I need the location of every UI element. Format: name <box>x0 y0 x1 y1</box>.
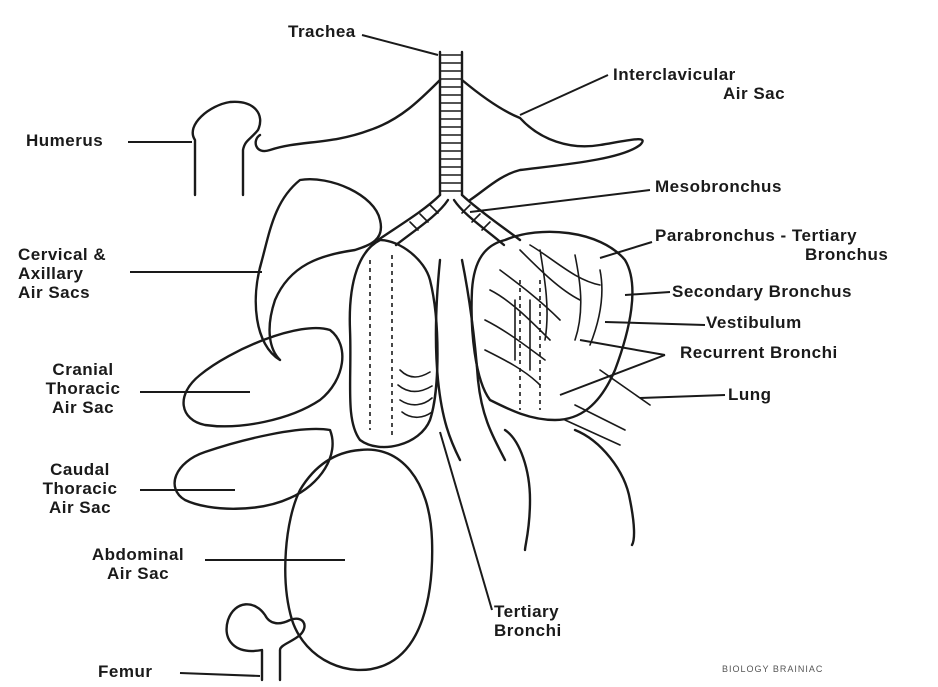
cervical-axillary-label: Cervical & Axillary Air Sacs <box>18 245 106 302</box>
femur-label: Femur <box>98 662 152 681</box>
credit-text: BIOLOGY BRAINIAC <box>722 664 823 674</box>
cranial-thoracic-air-sac <box>184 328 343 426</box>
parabronchus-line-1: Parabronchus - Tertiary <box>655 226 888 245</box>
cervical-line-3: Air Sacs <box>18 283 106 302</box>
interclavicular-line-2: Air Sac <box>613 84 785 103</box>
abdominal-line-1: Abdominal <box>68 545 208 564</box>
lung-label: Lung <box>728 385 772 404</box>
right-recurrent-lines <box>565 370 650 445</box>
tertiary-line-2: Bronchi <box>494 621 562 640</box>
caudal-line-3: Air Sac <box>22 498 138 517</box>
femur-bone <box>227 604 305 680</box>
mesobronchus <box>436 260 505 460</box>
cervical-axillary-air-sacs <box>256 179 381 360</box>
cranial-line-3: Air Sac <box>28 398 138 417</box>
cervical-line-1: Cervical & <box>18 245 106 264</box>
humerus-label: Humerus <box>26 131 103 150</box>
right-caudal-sacs <box>505 430 634 550</box>
trachea-drawing <box>440 52 462 195</box>
cranial-line-1: Cranial <box>28 360 138 379</box>
parabronchus-label: Parabronchus - Tertiary Bronchus <box>655 226 888 264</box>
caudal-line-1: Caudal <box>22 460 138 479</box>
mesobronchus-label: Mesobronchus <box>655 177 782 196</box>
tertiary-line-1: Tertiary <box>494 602 562 621</box>
label-leader-lines <box>128 35 725 676</box>
interclavicular-line-1: Interclavicular <box>613 65 785 84</box>
primary-bronchi <box>378 195 520 245</box>
interclavicular-air-sac-label: Interclavicular Air Sac <box>613 65 785 103</box>
parabronchus-line-2: Bronchus <box>655 245 888 264</box>
cervical-line-2: Axillary <box>18 264 106 283</box>
humerus-bone <box>193 102 260 195</box>
cranial-line-2: Thoracic <box>28 379 138 398</box>
caudal-thoracic-label: Caudal Thoracic Air Sac <box>22 460 138 517</box>
cranial-thoracic-label: Cranial Thoracic Air Sac <box>28 360 138 417</box>
recurrent-bronchi-label: Recurrent Bronchi <box>680 343 838 362</box>
tertiary-bronchi-label: Tertiary Bronchi <box>494 602 562 640</box>
abdominal-air-sac-label: Abdominal Air Sac <box>68 545 208 583</box>
trachea-label: Trachea <box>288 22 356 41</box>
right-lung <box>472 232 633 420</box>
interclavicular-air-sac <box>256 80 643 200</box>
vestibulum-label: Vestibulum <box>706 313 802 332</box>
abdominal-line-2: Air Sac <box>68 564 208 583</box>
caudal-thoracic-air-sac <box>175 429 333 509</box>
caudal-line-2: Thoracic <box>22 479 138 498</box>
left-lung <box>350 240 438 447</box>
secondary-bronchus-label: Secondary Bronchus <box>672 282 852 301</box>
